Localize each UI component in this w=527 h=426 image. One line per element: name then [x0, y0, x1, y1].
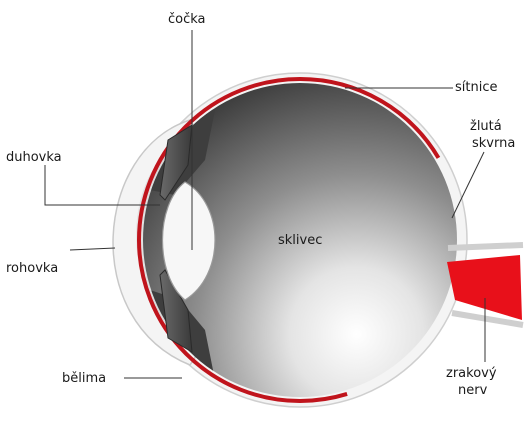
leader-rohovka: [70, 248, 115, 250]
label-optic-nerve-line2: nerv: [458, 383, 487, 398]
label-iris: duhovka: [6, 150, 62, 165]
label-cornea: rohovka: [6, 261, 58, 276]
label-optic-nerve-line1: zrakový: [446, 366, 497, 381]
label-vitreous: sklivec: [278, 233, 322, 248]
label-lens: čočka: [168, 12, 206, 27]
label-retina: sítnice: [455, 80, 497, 95]
label-sclera: bělima: [62, 371, 106, 386]
label-macula-line1: žlutá: [470, 119, 502, 134]
label-macula-line2: skvrna: [472, 136, 515, 151]
